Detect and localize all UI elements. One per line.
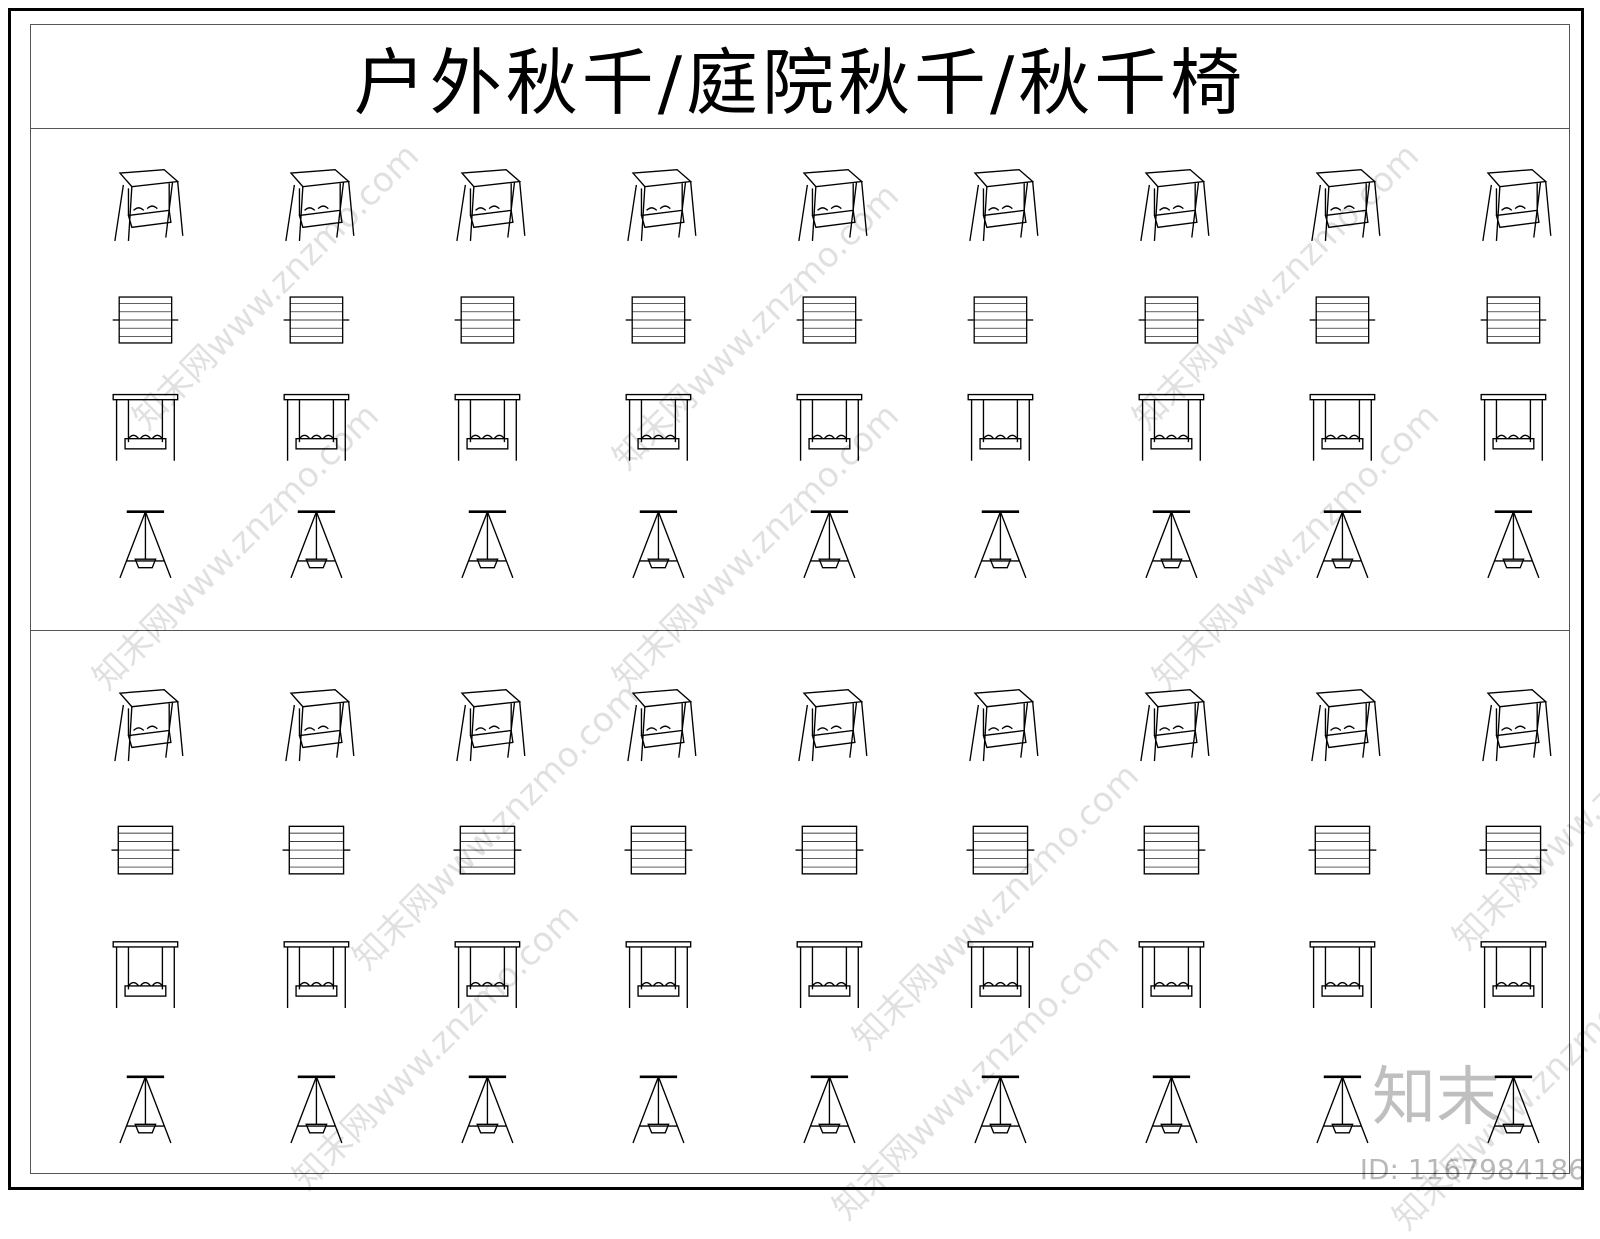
swing-front-icon bbox=[1129, 380, 1214, 470]
swing-perspective-icon bbox=[787, 668, 872, 783]
swing-side-icon bbox=[1129, 1052, 1214, 1163]
swing-perspective-icon bbox=[958, 152, 1043, 259]
swing-front-icon bbox=[445, 380, 530, 470]
swing-side-icon bbox=[1471, 1052, 1556, 1163]
swing-plan-icon bbox=[1300, 805, 1385, 895]
swing-plan-icon bbox=[1129, 279, 1214, 361]
swing-front-icon bbox=[1471, 380, 1556, 470]
swing-side-icon bbox=[958, 491, 1043, 594]
swing-plan-icon bbox=[616, 805, 701, 895]
swing-perspective-icon bbox=[1471, 668, 1556, 783]
swing-perspective-icon bbox=[1300, 668, 1385, 783]
swing-front-icon bbox=[787, 917, 872, 1028]
swing-perspective-icon bbox=[274, 152, 359, 259]
swing-front-icon bbox=[616, 917, 701, 1028]
document-title: 户外秋千/庭院秋千/秋千椅 bbox=[353, 40, 1247, 125]
swing-plan-icon bbox=[103, 279, 188, 361]
swing-front-icon bbox=[1129, 917, 1214, 1028]
swing-plan-icon bbox=[1471, 279, 1556, 361]
swing-perspective-icon bbox=[958, 668, 1043, 783]
swing-front-icon bbox=[958, 917, 1043, 1028]
swing-front-icon bbox=[1300, 380, 1385, 470]
swing-side-icon bbox=[274, 491, 359, 594]
swing-side-icon bbox=[103, 1052, 188, 1163]
lower-catalog bbox=[30, 655, 1570, 1175]
swing-front-icon bbox=[445, 917, 530, 1028]
swing-front-icon bbox=[274, 917, 359, 1028]
swing-plan-icon bbox=[616, 279, 701, 361]
swing-side-icon bbox=[616, 491, 701, 594]
swing-side-icon bbox=[1300, 491, 1385, 594]
swing-perspective-icon bbox=[787, 152, 872, 259]
swing-plan-icon bbox=[445, 279, 530, 361]
swing-perspective-icon bbox=[445, 152, 530, 259]
swing-front-icon bbox=[616, 380, 701, 470]
swing-perspective-icon bbox=[445, 668, 530, 783]
swing-plan-icon bbox=[445, 805, 530, 895]
swing-perspective-icon bbox=[616, 152, 701, 259]
logo-mark: 知末 bbox=[1372, 1061, 1500, 1135]
swing-side-icon bbox=[958, 1052, 1043, 1163]
swing-side-icon bbox=[103, 491, 188, 594]
swing-side-icon bbox=[787, 1052, 872, 1163]
swing-plan-icon bbox=[1471, 805, 1556, 895]
swing-front-icon bbox=[103, 917, 188, 1028]
swing-perspective-icon bbox=[1129, 152, 1214, 259]
swing-plan-icon bbox=[787, 279, 872, 361]
swing-perspective-icon bbox=[1471, 152, 1556, 259]
swing-plan-icon bbox=[958, 279, 1043, 361]
swing-plan-icon bbox=[103, 805, 188, 895]
swing-plan-icon bbox=[274, 805, 359, 895]
title-divider bbox=[30, 128, 1570, 129]
swing-perspective-icon bbox=[1129, 668, 1214, 783]
swing-front-icon bbox=[274, 380, 359, 470]
swing-perspective-icon bbox=[274, 668, 359, 783]
section-divider bbox=[30, 630, 1570, 631]
swing-plan-icon bbox=[274, 279, 359, 361]
swing-front-icon bbox=[103, 380, 188, 470]
outer-frame bbox=[8, 8, 1584, 1190]
swing-side-icon bbox=[1300, 1052, 1385, 1163]
swing-perspective-icon bbox=[103, 668, 188, 783]
swing-front-icon bbox=[787, 380, 872, 470]
inner-frame bbox=[30, 24, 1570, 1174]
swing-perspective-icon bbox=[103, 152, 188, 259]
swing-front-icon bbox=[958, 380, 1043, 470]
swing-plan-icon bbox=[787, 805, 872, 895]
swing-side-icon bbox=[274, 1052, 359, 1163]
swing-plan-icon bbox=[958, 805, 1043, 895]
swing-plan-icon bbox=[1129, 805, 1214, 895]
swing-side-icon bbox=[445, 1052, 530, 1163]
id-label: ID: 1167984186 bbox=[1359, 1153, 1586, 1186]
swing-side-icon bbox=[787, 491, 872, 594]
swing-side-icon bbox=[616, 1052, 701, 1163]
swing-plan-icon bbox=[1300, 279, 1385, 361]
upper-catalog bbox=[30, 140, 1570, 620]
swing-perspective-icon bbox=[1300, 152, 1385, 259]
swing-front-icon bbox=[1471, 917, 1556, 1028]
swing-perspective-icon bbox=[616, 668, 701, 783]
swing-side-icon bbox=[1129, 491, 1214, 594]
swing-side-icon bbox=[445, 491, 530, 594]
swing-front-icon bbox=[1300, 917, 1385, 1028]
swing-side-icon bbox=[1471, 491, 1556, 594]
